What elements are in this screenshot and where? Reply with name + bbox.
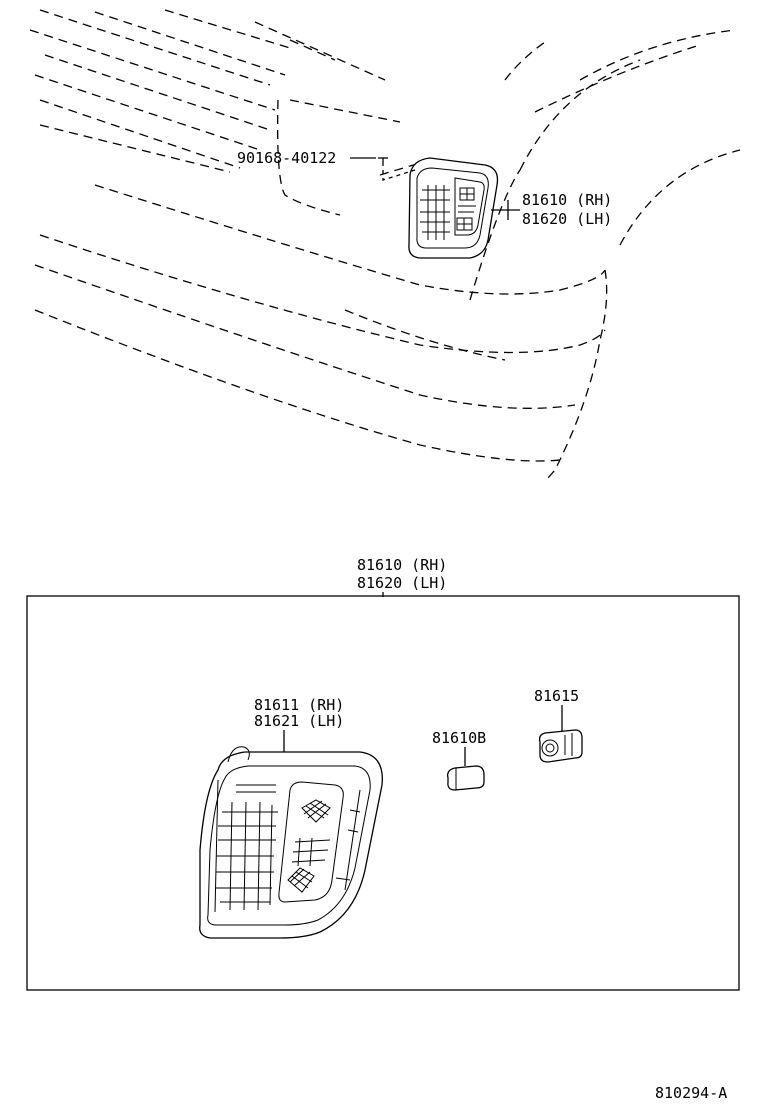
group-lh-number: 81620 (LH) (357, 574, 447, 592)
bulb-part-number: 81610B (432, 729, 486, 747)
bolt-part-number: 90168-40122 (237, 149, 336, 167)
bulb-part: 81610B (432, 729, 486, 791)
bolt-part (378, 157, 416, 181)
assembly-group: 81610 (RH) 81620 (LH) (26, 556, 740, 991)
callout-lens: 81611 (RH) 81621 (LH) (254, 696, 344, 752)
callout-lamp-assy: 81610 (RH) 81620 (LH) (491, 191, 612, 228)
lamp-lens-exploded (199, 746, 383, 939)
lamp-assy-rh-number: 81610 (RH) (522, 191, 612, 209)
figure-id: 810294-A (655, 1084, 727, 1102)
callout-bolt: 90168-40122 (237, 149, 376, 167)
lens-checker-lower (287, 867, 315, 893)
vehicle-body-outline (29, 9, 741, 479)
lens-rh-number: 81611 (RH) (254, 696, 344, 714)
group-rh-number: 81610 (RH) (357, 556, 447, 574)
lamp-assy-lh-number: 81620 (LH) (522, 210, 612, 228)
socket-part: 81615 (534, 687, 583, 763)
assembly-frame (26, 595, 740, 991)
socket-part-number: 81615 (534, 687, 579, 705)
lens-checker-upper (301, 799, 331, 823)
lens-lh-number: 81621 (LH) (254, 712, 344, 730)
corner-lamp-installed (408, 157, 499, 259)
